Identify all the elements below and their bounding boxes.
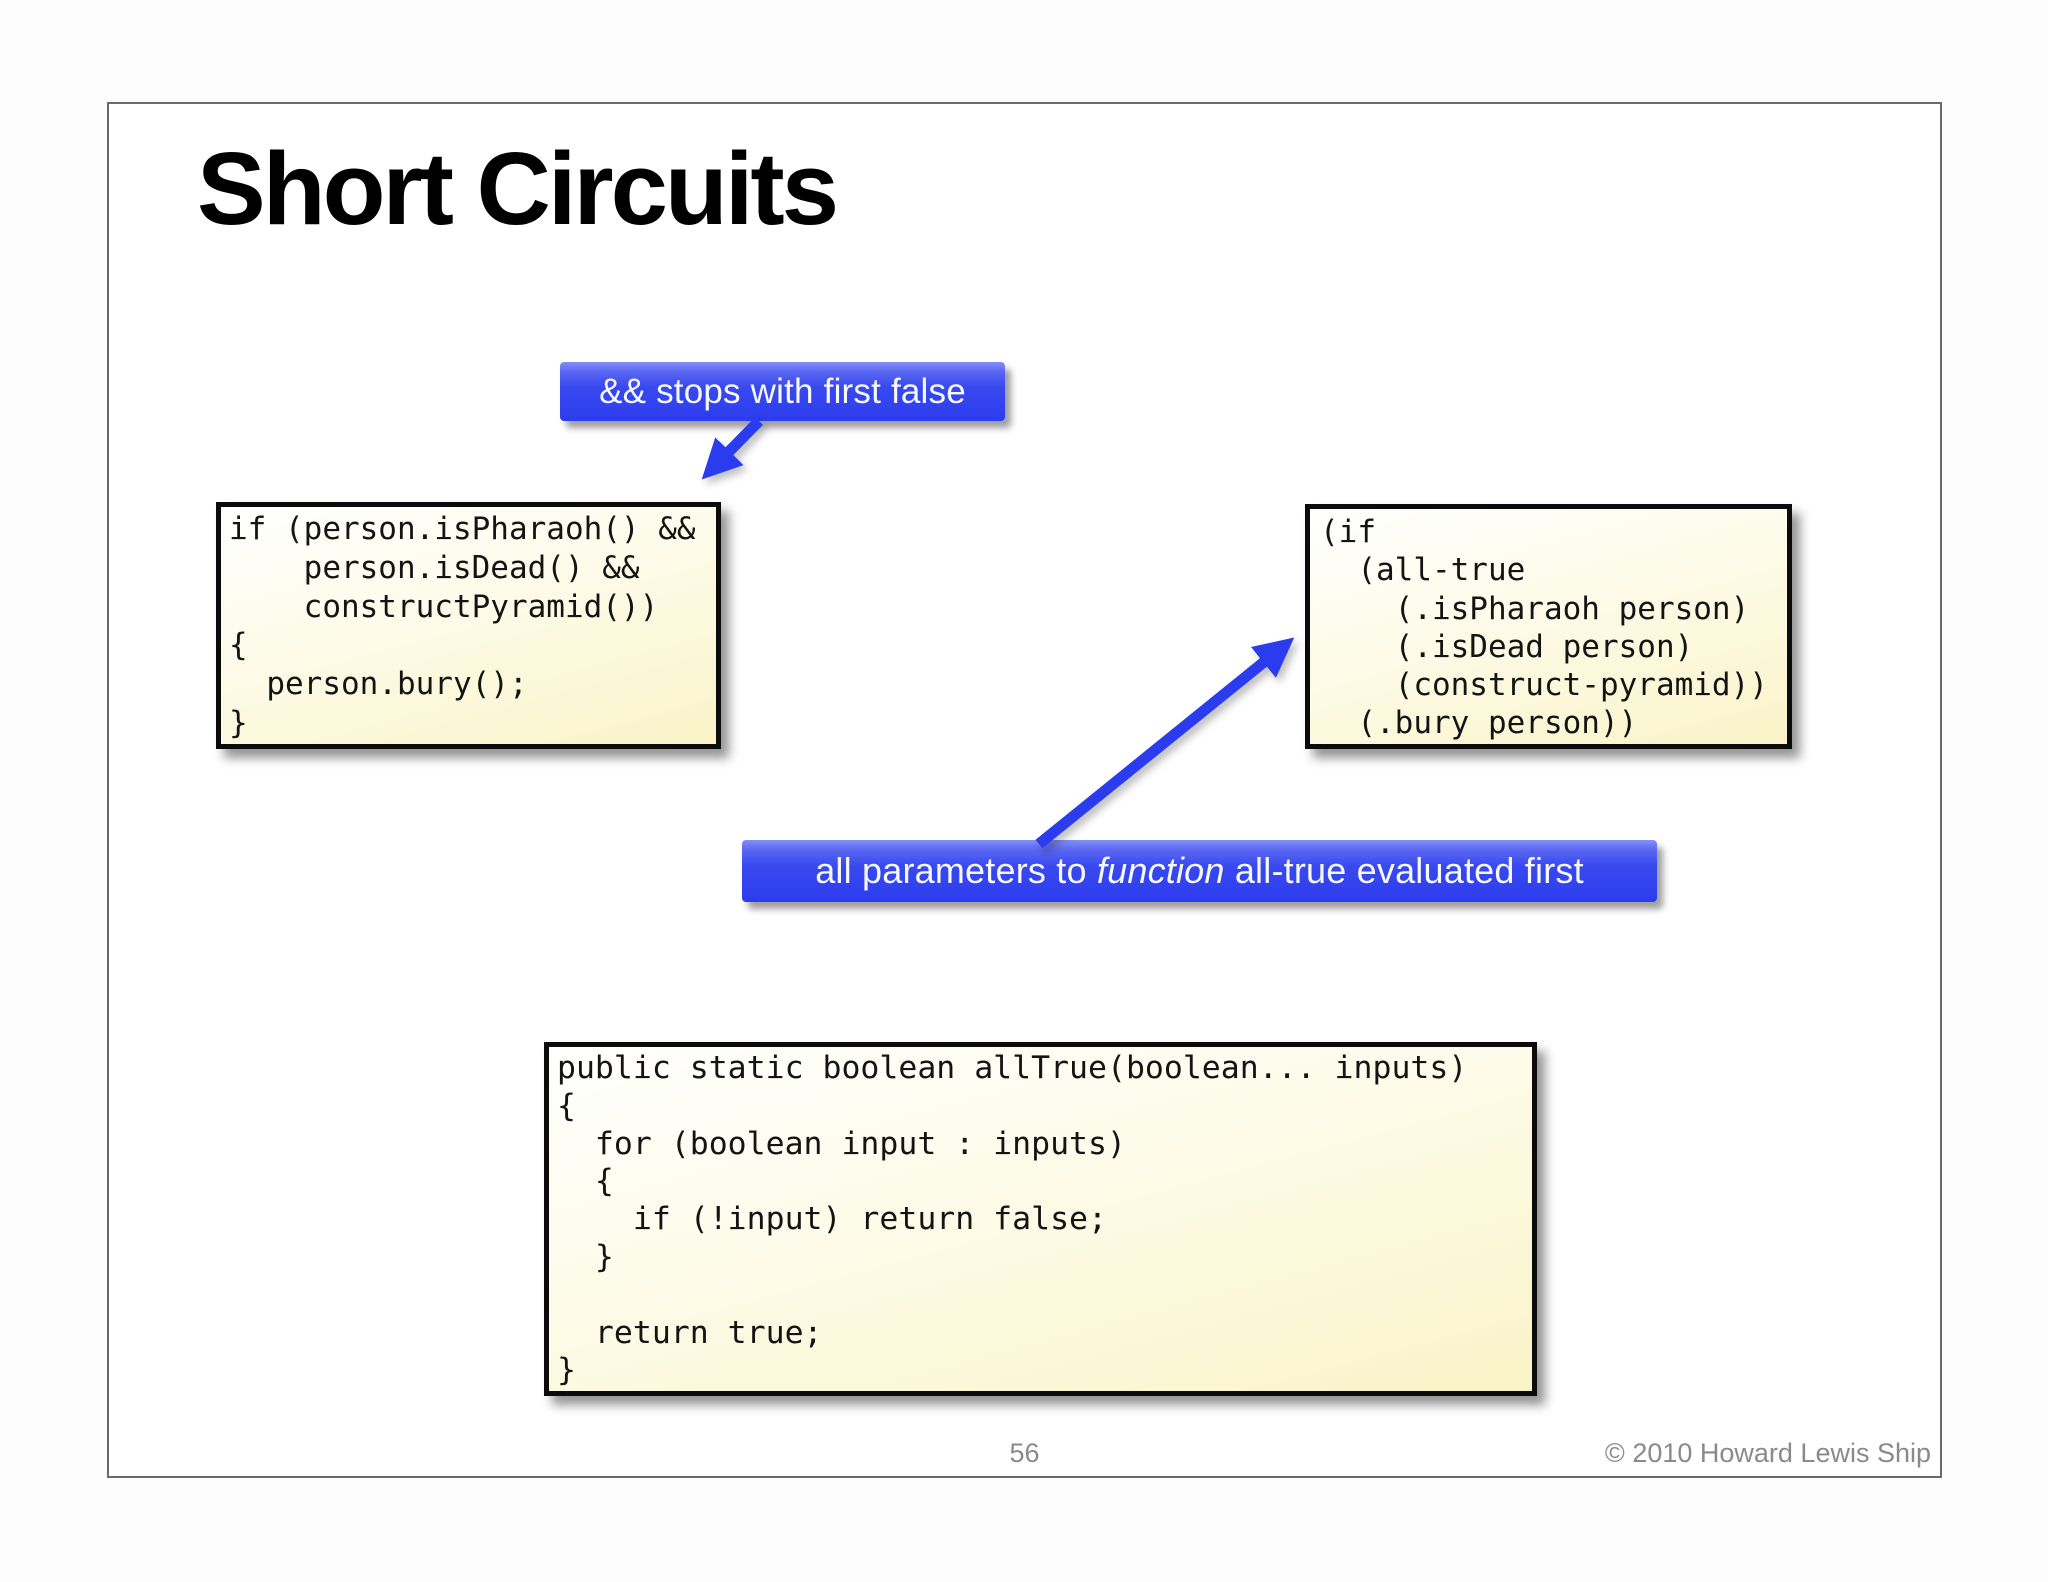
callout-short-circuit-label: && stops with first false	[599, 371, 966, 411]
code-box-clojure-if: (if (all-true (.isPharaoh person) (.isDe…	[1305, 504, 1792, 749]
code-box-java-if: if (person.isPharaoh() && person.isDead(…	[216, 502, 721, 749]
code-java-alltrue: public static boolean allTrue(boolean...…	[557, 1050, 1468, 1389]
callout-all-params-prefix: all parameters to	[815, 850, 1097, 891]
code-box-java-alltrue: public static boolean allTrue(boolean...…	[544, 1042, 1537, 1396]
copyright-text: © 2010 Howard Lewis Ship	[1604, 1438, 1931, 1468]
slide: Short Circuits && stops with first false…	[107, 102, 1942, 1478]
code-clojure-if: (if (all-true (.isPharaoh person) (.isDe…	[1320, 514, 1768, 742]
callout-all-params-italic: function	[1096, 850, 1225, 891]
arrow-up-right-icon	[1035, 637, 1295, 849]
code-java-if: if (person.isPharaoh() && person.isDead(…	[229, 511, 696, 741]
arrow-down-left-icon	[701, 417, 763, 480]
callout-arrows	[701, 417, 1295, 849]
slide-title: Short Circuits	[197, 131, 839, 246]
callout-badge-short-circuit: && stops with first false	[560, 362, 1005, 421]
callout-badge-all-params: all parameters to function all-true eval…	[742, 840, 1657, 902]
callout-all-params-suffix: all-true evaluated first	[1224, 850, 1584, 891]
page-number: 56	[1009, 1438, 1040, 1468]
